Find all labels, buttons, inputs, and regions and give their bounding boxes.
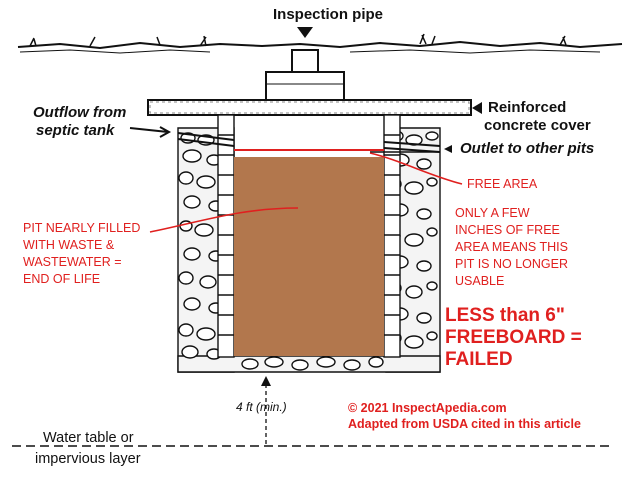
outlet-label: Outlet to other pits xyxy=(460,140,595,157)
free-area-label: FREE AREA xyxy=(467,177,538,191)
inspection-arrow-icon xyxy=(297,27,313,38)
failed-line: FREEBOARD = xyxy=(445,327,582,348)
pit-filled-line: END OF LIFE xyxy=(23,272,101,286)
pit-filled-line: WITH WASTE & xyxy=(23,238,115,252)
ground-surface xyxy=(17,33,623,54)
failed-line: FAILED xyxy=(445,349,513,370)
few-inches-line: ONLY A FEW xyxy=(455,206,530,220)
outflow-label-line2: septic tank xyxy=(36,122,115,139)
free-area-pointer xyxy=(369,152,463,185)
few-inches-line: INCHES OF FREE xyxy=(455,223,560,237)
pit-filled-note: PIT NEARLY FILLED WITH WASTE & WASTEWATE… xyxy=(23,220,140,288)
pit-filled-line: WASTEWATER = xyxy=(23,255,122,269)
inspection-pipe xyxy=(265,49,345,103)
few-inches-line: AREA MEANS THIS xyxy=(455,240,568,254)
cover-arrow-icon xyxy=(472,102,482,114)
inspection-pipe-label: Inspection pipe xyxy=(273,6,384,23)
credit-note: © 2021 InspectApedia.com Adapted from US… xyxy=(348,400,581,432)
pit-filled-pointer xyxy=(149,207,299,233)
inlet-pipe xyxy=(177,132,235,147)
water-table-line1: Water table or xyxy=(43,430,134,446)
failed-line: LESS than 6" xyxy=(445,305,565,326)
outflow-label-line1: Outflow from xyxy=(33,104,127,121)
concrete-cover xyxy=(147,99,472,116)
outlet-arrow-icon xyxy=(444,145,452,153)
depth-arrow-icon xyxy=(261,376,271,386)
waste-fill xyxy=(234,157,384,356)
failed-note: LESS than 6" FREEBOARD = FAILED xyxy=(445,305,582,371)
water-table-line2: impervious layer xyxy=(35,451,141,467)
outflow-arrow-icon xyxy=(129,126,172,138)
water-table-label: Water table or impervious layer xyxy=(35,430,141,468)
adapted-text: Adapted from USDA cited in this article xyxy=(348,417,581,431)
cover-label-line1: Reinforced xyxy=(488,99,567,116)
few-inches-line: USABLE xyxy=(455,274,505,288)
depth-label: 4 ft (min.) xyxy=(236,400,287,414)
few-inches-line: PIT IS NO LONGER xyxy=(455,257,568,271)
few-inches-note: ONLY A FEW INCHES OF FREE AREA MEANS THI… xyxy=(455,205,568,290)
cover-label-line2: concrete cover xyxy=(484,117,591,134)
pit-filled-line: PIT NEARLY FILLED xyxy=(23,221,141,235)
copyright-text: © 2021 InspectApedia.com xyxy=(348,401,507,415)
